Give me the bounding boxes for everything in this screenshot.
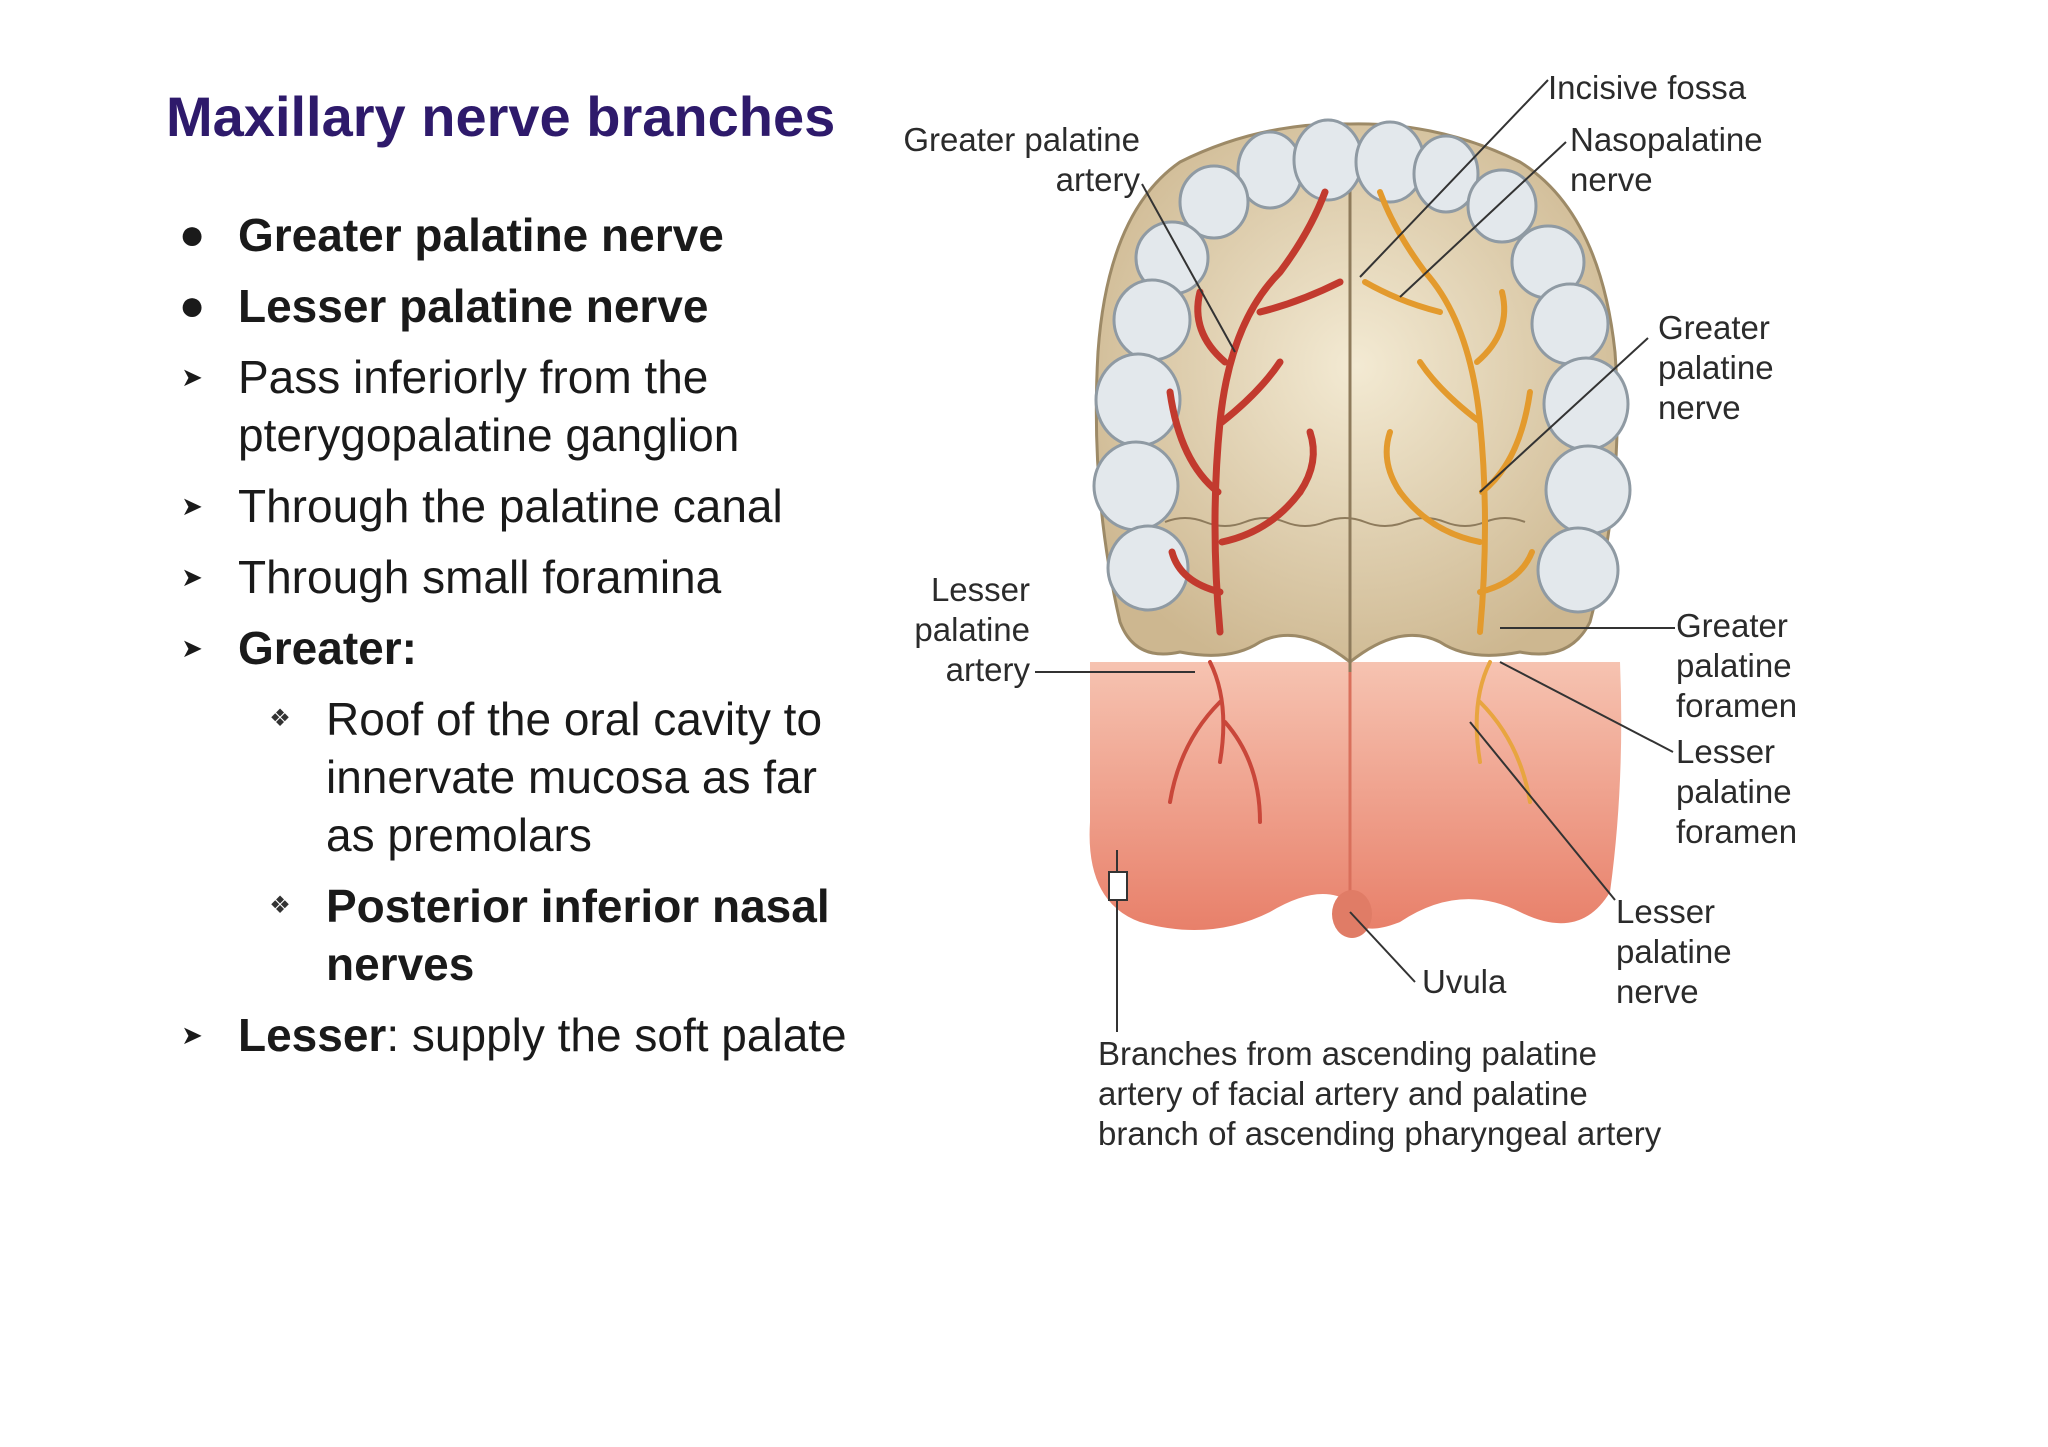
branches-marker bbox=[1108, 871, 1128, 901]
bullet-item: ➤ Through small foramina bbox=[170, 548, 870, 606]
bullet-item: ● Greater palatine nerve bbox=[170, 206, 870, 264]
label-lesser-palatine-artery: Lesser palatine artery bbox=[914, 571, 1030, 688]
arrow-bullet-icon: ➤ bbox=[181, 362, 203, 392]
lesser-palatine-artery-branches bbox=[1168, 660, 1262, 824]
arrow-bullet-icon: ➤ bbox=[181, 1020, 203, 1050]
label-nasopalatine-nerve: Nasopalatine nerve bbox=[1570, 121, 1763, 198]
bullet-dot-icon: ● bbox=[178, 281, 206, 330]
bullet-text: : supply the soft palate bbox=[386, 1009, 847, 1061]
arrow-bullet-icon: ➤ bbox=[181, 562, 203, 592]
greater-palatine-artery-branches bbox=[1166, 188, 1344, 636]
bullet-text: Greater palatine nerve bbox=[238, 209, 724, 261]
label-uvula: Uvula bbox=[1422, 963, 1507, 1000]
bullet-item: ➤ Pass inferiorly from the pterygopalati… bbox=[170, 348, 870, 464]
label-lesser-palatine-nerve: Lesser palatine nerve bbox=[1616, 893, 1732, 1010]
label-incisive-fossa: Incisive fossa bbox=[1548, 69, 1747, 106]
greater-palatine-nerve-branches bbox=[1362, 189, 1535, 635]
bullet-text: Through the palatine canal bbox=[238, 480, 783, 532]
sub-bullet-item: ❖ Roof of the oral cavity to innervate m… bbox=[258, 690, 870, 864]
label-greater-palatine-foramen: Greater palatine foramen bbox=[1676, 607, 1798, 724]
bullet-item: ➤ Lesser: supply the soft palate bbox=[170, 1006, 870, 1064]
teeth bbox=[1092, 118, 1632, 614]
bullet-item: ➤ Through the palatine canal bbox=[170, 477, 870, 535]
bullet-text: Pass inferiorly from the pterygopalatine… bbox=[238, 351, 740, 461]
sub-bullet-item: ❖ Posterior inferior nasal nerves bbox=[258, 877, 870, 993]
palate-illustration bbox=[1035, 79, 1675, 1032]
arrow-bullet-icon: ➤ bbox=[181, 491, 203, 521]
bullet-text: Through small foramina bbox=[238, 551, 722, 603]
label-greater-palatine-artery: Greater palatine artery bbox=[903, 121, 1140, 198]
bullet-text: Lesser palatine nerve bbox=[238, 280, 709, 332]
bullet-text: Posterior inferior nasal nerves bbox=[326, 880, 830, 990]
lesser-palatine-nerve-branches bbox=[1474, 660, 1532, 804]
bullet-list: ● Greater palatine nerve ● Lesser palati… bbox=[170, 206, 870, 1077]
slide-title: Maxillary nerve branches bbox=[166, 85, 836, 148]
bullet-item: ➤ Greater: bbox=[170, 619, 870, 677]
label-lesser-palatine-foramen: Lesser palatine foramen bbox=[1676, 733, 1798, 850]
label-greater-palatine-nerve: Greater palatine nerve bbox=[1658, 309, 1774, 426]
leader-lines bbox=[1035, 79, 1675, 1032]
diamond-bullet-icon: ❖ bbox=[269, 892, 291, 919]
palate-diagram: Incisive fossa Nasopalatine nerve Greate… bbox=[880, 62, 1880, 1172]
bullet-dot-icon: ● bbox=[178, 210, 206, 259]
bullet-text: Roof of the oral cavity to innervate muc… bbox=[326, 693, 823, 861]
bullet-text: Greater: bbox=[238, 622, 417, 674]
diamond-bullet-icon: ❖ bbox=[269, 705, 291, 732]
bullet-bold-text: Lesser bbox=[238, 1009, 387, 1061]
bullet-item: ● Lesser palatine nerve bbox=[170, 277, 870, 335]
arrow-bullet-icon: ➤ bbox=[181, 633, 203, 663]
label-branches-caption: Branches from ascending palatine artery … bbox=[1098, 1035, 1662, 1152]
